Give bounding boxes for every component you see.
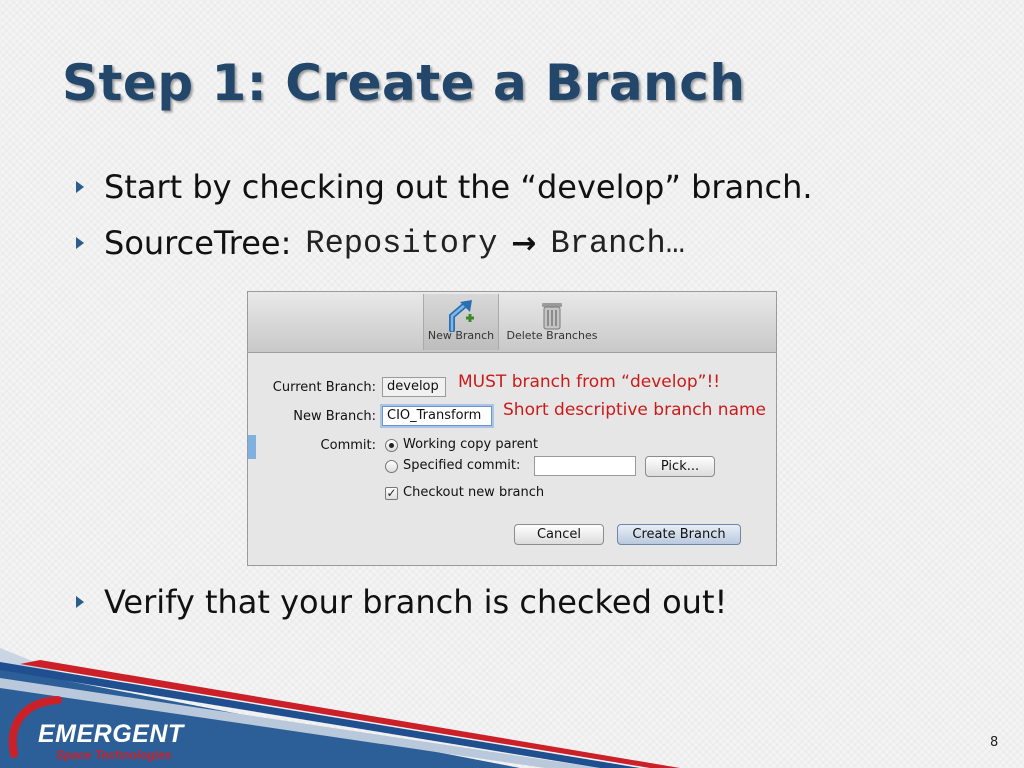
menu-path-repository: Repository — [305, 224, 498, 262]
specified-commit-input[interactable] — [534, 456, 636, 476]
new-branch-icon — [449, 300, 474, 332]
working-copy-option-label: Working copy parent — [403, 437, 538, 452]
sourcetree-screenshot: New Branch Delete Branches Current Branc… — [247, 291, 777, 566]
page-number: 8 — [990, 735, 999, 750]
create-branch-dialog: Current Branch: develop New Branch: CIO_… — [248, 353, 776, 565]
annotation-must-branch: MUST branch from “develop”!! — [458, 372, 721, 392]
bullet-prefix: SourceTree: — [104, 224, 292, 262]
commit-label: Commit: — [320, 438, 376, 453]
checkout-checkbox[interactable]: ✓ — [385, 486, 398, 500]
trash-icon — [542, 303, 562, 330]
specified-commit-radio[interactable] — [385, 460, 398, 473]
bullet-verify-checkout: Verify that your branch is checked out! — [76, 583, 727, 621]
annotation-short-name: Short descriptive branch name — [503, 400, 767, 420]
bullet-text: Verify that your branch is checked out! — [104, 583, 728, 621]
right-arrow-icon: → — [511, 225, 537, 261]
new-branch-toolbar-label: New Branch — [427, 329, 495, 342]
bullet-checkout-develop: Start by checking out the “develop” bran… — [76, 168, 813, 206]
bullet-arrow-icon — [76, 181, 84, 193]
logo-name: EMERGENT — [38, 720, 184, 748]
bullet-arrow-icon — [76, 596, 84, 608]
new-branch-toolbar-button[interactable]: New Branch — [423, 294, 499, 350]
current-branch-field: develop — [382, 377, 446, 397]
bullet-arrow-icon — [76, 237, 84, 249]
working-copy-radio[interactable] — [385, 439, 398, 452]
delete-branches-toolbar-label: Delete Branches — [506, 329, 598, 342]
delete-branches-toolbar-button[interactable]: Delete Branches — [500, 294, 604, 350]
bullet-sourcetree-path: SourceTree: Repository → Branch… — [76, 224, 685, 262]
checkout-new-branch-label: Checkout new branch — [403, 485, 545, 500]
slide-title: Step 1: Create a Branch — [62, 54, 746, 112]
background-selection-mark — [248, 435, 256, 459]
bullet-text: Start by checking out the “develop” bran… — [104, 168, 813, 206]
specified-commit-option-label: Specified commit: — [403, 458, 521, 473]
new-branch-label: New Branch: — [293, 409, 376, 424]
logo-tagline: Space Technologies — [56, 748, 172, 762]
create-branch-button[interactable]: Create Branch — [617, 524, 741, 545]
cancel-button[interactable]: Cancel — [514, 524, 604, 545]
menu-path-branch: Branch… — [550, 224, 685, 262]
pick-button[interactable]: Pick... — [645, 456, 715, 477]
current-branch-label: Current Branch: — [272, 380, 376, 395]
emergent-logo-arc-icon — [8, 696, 62, 758]
new-branch-input[interactable]: CIO_Transform — [382, 406, 492, 426]
footer-swoosh-decoration — [0, 648, 680, 768]
sourcetree-toolbar: New Branch Delete Branches — [248, 292, 776, 353]
